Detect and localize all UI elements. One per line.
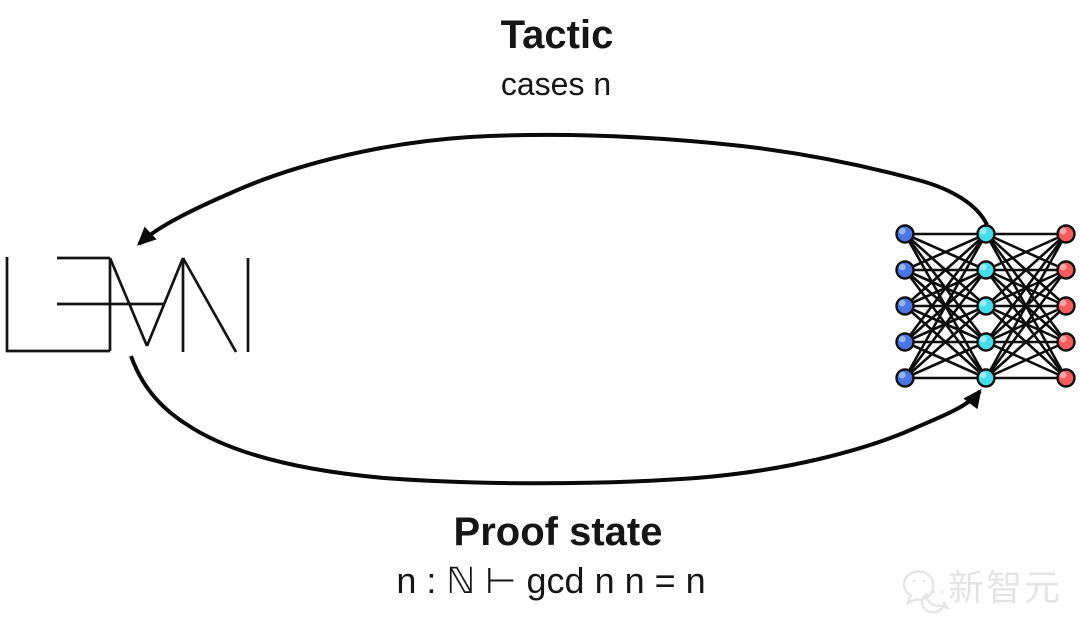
node-highlight: [979, 263, 987, 271]
node-highlight: [979, 335, 987, 343]
network-edge: [904, 232, 987, 272]
network-edge: [904, 233, 987, 307]
cycle-arrow-bottom: [129, 355, 982, 486]
output-layer-node: [1056, 260, 1076, 280]
tactic-title: Tactic: [500, 13, 614, 57]
node-highlight: [979, 227, 987, 235]
hidden-layer-node: [976, 332, 996, 352]
input-layer-node: [895, 296, 915, 316]
node-highlight: [979, 371, 987, 379]
node-highlight: [898, 371, 906, 379]
output-layer-node: [1056, 224, 1076, 244]
input-layer-node: [895, 224, 915, 244]
node-highlight: [979, 299, 987, 307]
tactic-subtitle: cases n: [500, 66, 612, 102]
network-edge: [985, 232, 1067, 272]
node-highlight: [1059, 371, 1067, 379]
proof-state-title: Proof state: [453, 510, 663, 554]
input-layer-node: [895, 332, 915, 352]
network-edge: [984, 233, 1068, 343]
node-highlight: [898, 263, 906, 271]
network-edge: [903, 233, 988, 379]
network-edge: [984, 269, 1068, 379]
network-edge: [984, 233, 1068, 379]
hidden-layer-node: [976, 296, 996, 316]
output-layer-node: [1056, 332, 1076, 352]
watermark-text: 新智元: [948, 567, 1063, 608]
neural-network-icon: [895, 224, 1076, 388]
wechat-bubbles-icon: [902, 570, 950, 614]
input-layer-node: [895, 368, 915, 388]
node-highlight: [1059, 227, 1067, 235]
node-highlight: [1059, 335, 1067, 343]
output-layer-node: [1056, 368, 1076, 388]
network-edge: [903, 269, 988, 379]
hidden-layer-node: [976, 224, 996, 244]
lean-logo: [5, 256, 250, 353]
network-edge: [985, 305, 1067, 379]
network-edge: [985, 233, 1067, 307]
hidden-layer-node: [976, 368, 996, 388]
node-highlight: [898, 335, 906, 343]
network-edge: [903, 233, 988, 343]
node-highlight: [1059, 263, 1067, 271]
input-layer-node: [895, 260, 915, 280]
network-edge: [904, 340, 987, 380]
node-highlight: [898, 227, 906, 235]
cycle-arrow-top: [137, 132, 989, 246]
network-edge: [985, 340, 1067, 380]
node-highlight: [1059, 299, 1067, 307]
output-layer-node: [1056, 296, 1076, 316]
network-edge: [904, 305, 987, 379]
proof-state-formula: n : ℕ ⊢ gcd n n = n: [396, 560, 706, 601]
hidden-layer-node: [976, 260, 996, 280]
node-highlight: [898, 299, 906, 307]
